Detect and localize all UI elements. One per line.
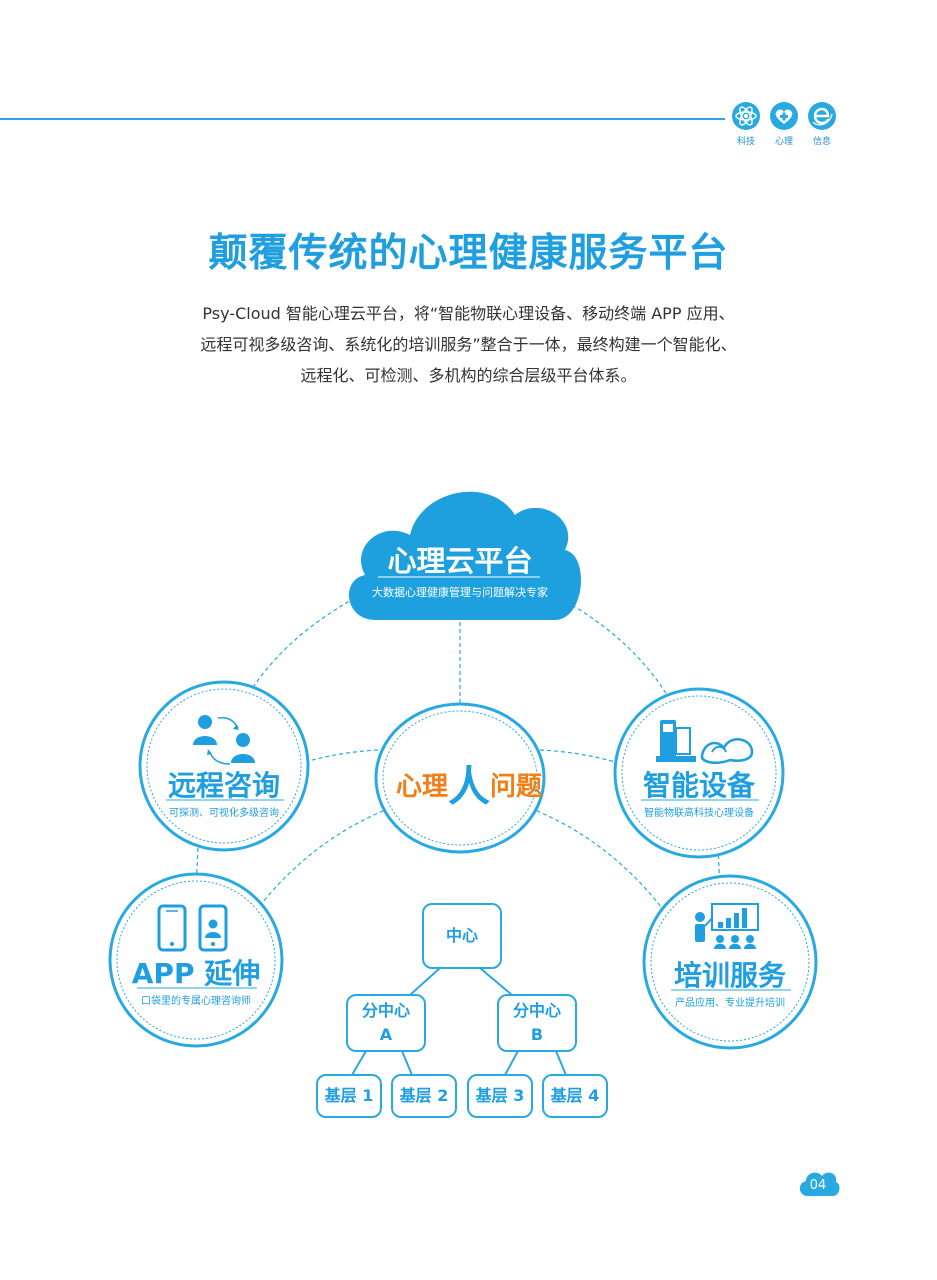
node-remote-subtitle: 可探测、可视化多级咨询 xyxy=(169,808,279,819)
heart-plus-icon xyxy=(770,102,798,130)
intro-line-2: 远程可视多级咨询、系统化的培训服务”整合于一体，最终构建一个智能化、 xyxy=(200,335,737,354)
branch-a-line1: 分中心 xyxy=(361,1001,410,1020)
hierarchy-branch-b-box: 分中心 B xyxy=(497,994,577,1052)
hierarchy-branch-a-box: 分中心 A xyxy=(346,994,426,1052)
branch-b-line1: 分中心 xyxy=(512,1001,561,1020)
atom-icon xyxy=(732,102,760,130)
hierarchy-lines xyxy=(351,967,567,1076)
circle-remote xyxy=(138,680,310,852)
page-title: 颠覆传统的心理健康服务平台 xyxy=(208,231,729,276)
phones-icon xyxy=(157,904,228,952)
page-number: 04 xyxy=(809,1178,827,1193)
hierarchy-leaf-1: 基层 1 xyxy=(316,1074,382,1118)
leaf-3-label: 基层 3 xyxy=(475,1086,525,1105)
intro-line-1: Psy-Cloud 智能心理云平台，将“智能物联心理设备、移动终端 APP 应用… xyxy=(202,304,735,323)
leaf-4-label: 基层 4 xyxy=(550,1086,600,1105)
cloud-shape xyxy=(348,491,582,620)
header-rule xyxy=(0,118,725,120)
leaf-2-label: 基层 2 xyxy=(399,1086,449,1105)
node-device-subtitle: 智能物联高科技心理设备 xyxy=(644,808,754,819)
circle-center xyxy=(374,702,546,854)
hierarchy-root-box: 中心 xyxy=(422,903,502,969)
center-part-3: 问题 xyxy=(490,772,543,802)
cloud-subtitle: 大数据心理健康管理与问题解决专家 xyxy=(372,586,548,599)
hierarchy-leaf-2: 基层 2 xyxy=(391,1074,457,1118)
intro-paragraph: Psy-Cloud 智能心理云平台，将“智能物联心理设备、移动终端 APP 应用… xyxy=(150,298,787,391)
center-label: 心理人问题 xyxy=(378,753,560,814)
header-label-tech: 科技 xyxy=(736,137,755,147)
center-part-2: 人 xyxy=(447,762,490,811)
leaf-1-label: 基层 1 xyxy=(324,1086,374,1105)
branch-b-line2: B xyxy=(530,1025,544,1044)
circle-training xyxy=(642,874,818,1050)
node-training-title: 培训服务 xyxy=(673,959,786,992)
e-letter-icon xyxy=(808,102,836,130)
people-exchange-icon xyxy=(193,715,255,765)
circle-device xyxy=(613,687,785,859)
training-icon xyxy=(695,903,759,949)
node-device-title: 智能设备 xyxy=(642,769,755,802)
header-label-psych: 心理 xyxy=(774,137,793,147)
header-label-info: 信息 xyxy=(812,137,831,147)
circle-app xyxy=(108,872,284,1048)
branch-a-line2: A xyxy=(379,1025,393,1044)
node-app-subtitle: 口袋里的专属心理咨询师 xyxy=(141,996,251,1007)
intro-line-3: 远程化、可检测、多机构的综合层级平台体系。 xyxy=(300,366,637,385)
page-number-cloud xyxy=(799,1172,840,1196)
hierarchy-leaf-4: 基层 4 xyxy=(542,1074,608,1118)
cloud-title: 心理云平台 xyxy=(387,544,533,578)
hierarchy-leaf-3: 基层 3 xyxy=(467,1074,533,1118)
center-part-1: 心理 xyxy=(395,772,448,802)
node-training-subtitle: 产品应用、专业提升培训 xyxy=(675,998,785,1009)
hierarchy-root-label: 中心 xyxy=(445,926,478,945)
node-remote-title: 远程咨询 xyxy=(167,769,280,802)
node-app-title: APP 延伸 xyxy=(131,957,261,990)
smart-device-icon xyxy=(656,720,754,764)
